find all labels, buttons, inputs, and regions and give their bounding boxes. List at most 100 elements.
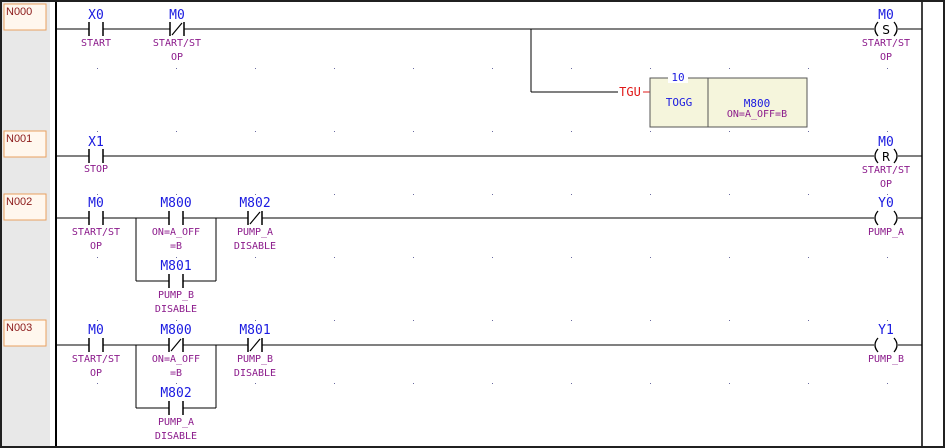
grid-dot: [334, 68, 335, 69]
contact-comment: PUMP_A: [158, 417, 194, 428]
contact-address: X1: [88, 135, 104, 150]
contact-comment: =B: [170, 368, 182, 379]
contact-comment: START/ST: [72, 354, 120, 365]
grid-dot: [650, 131, 651, 132]
grid-dot: [413, 320, 414, 321]
coil-address: Y0: [878, 196, 894, 211]
grid-dot: [571, 320, 572, 321]
rung-n003: M0 START/ST OP M800 ON=A_OFF =B M802 PUM…: [56, 323, 922, 442]
grid-dot: [176, 320, 177, 321]
grid-dot: [808, 194, 809, 195]
grid-dot: [650, 257, 651, 258]
grid-dot: [808, 383, 809, 384]
grid-dot: [492, 320, 493, 321]
grid-dot: [650, 383, 651, 384]
grid-dot: [492, 257, 493, 258]
grid-dot: [413, 257, 414, 258]
contact-address: M801: [239, 323, 270, 338]
rung-number-n002[interactable]: N002: [3, 193, 47, 221]
grid-dot: [97, 131, 98, 132]
contact-m0-start-stop[interactable]: M0 START/ST OP: [72, 196, 120, 252]
contact-address: M801: [160, 259, 191, 274]
grid-dot: [97, 383, 98, 384]
togg-address: M800: [744, 97, 771, 110]
contact-m801-pump-b-disable-nc[interactable]: M801 PUMP_B DISABLE: [234, 323, 276, 379]
rung-number-n000[interactable]: N000: [3, 3, 47, 31]
grid-dot: [334, 383, 335, 384]
grid-dot: [255, 320, 256, 321]
grid-dot: [887, 320, 888, 321]
grid-dot: [887, 194, 888, 195]
contact-m800-toggle[interactable]: M800 ON=A_OFF =B: [152, 196, 200, 252]
grid-dot: [808, 257, 809, 258]
rung-number-n003[interactable]: N003: [3, 319, 47, 347]
rung-n002: M0 START/ST OP M800 ON=A_OFF =B M801 PUM…: [56, 196, 922, 315]
grid-dot: [887, 257, 888, 258]
grid-dot: [729, 320, 730, 321]
togg-instruction: TOGG: [666, 96, 693, 109]
coil-m0-set[interactable]: S M0 START/ST OP: [862, 8, 910, 63]
contact-m800-toggle-nc[interactable]: M800 ON=A_OFF =B: [152, 323, 200, 379]
grid-dot: [176, 257, 177, 258]
contact-x0-start[interactable]: X0 START: [81, 8, 111, 49]
grid-dot: [334, 257, 335, 258]
grid-dot: [413, 131, 414, 132]
grid-dot: [729, 383, 730, 384]
grid-dot: [808, 68, 809, 69]
contact-comment: OP: [90, 241, 102, 252]
grid-dot: [808, 131, 809, 132]
rung-number-label: N001: [6, 133, 32, 145]
grid-dot: [492, 131, 493, 132]
coil-y0-pump-a[interactable]: Y0 PUMP_A: [868, 196, 904, 238]
grid-dot: [571, 257, 572, 258]
contact-comment: ON=A_OFF: [152, 227, 200, 238]
grid-dot: [334, 320, 335, 321]
contact-x1-stop[interactable]: X1 STOP: [84, 135, 108, 175]
togg-comment: ON=A_OFF=B: [727, 109, 787, 120]
contact-address: M0: [88, 323, 104, 338]
togg-function-block[interactable]: 10 TOGG M800 ON=A_OFF=B: [649, 71, 808, 128]
grid-dot: [887, 383, 888, 384]
grid-dot: [176, 194, 177, 195]
grid-dot: [176, 131, 177, 132]
grid-dot: [255, 194, 256, 195]
coil-address: M0: [878, 135, 894, 150]
coil-y1-pump-b[interactable]: Y1 PUMP_B: [868, 323, 904, 365]
contact-comment: DISABLE: [155, 304, 197, 315]
grid-dot: [887, 68, 888, 69]
contact-m802-pump-a-disable-nc[interactable]: M802 PUMP_A DISABLE: [234, 196, 276, 252]
grid-dot: [255, 257, 256, 258]
contact-m0-start-stop-nc[interactable]: M0 START/ST OP: [153, 8, 201, 63]
contact-comment: ON=A_OFF: [152, 354, 200, 365]
contact-address: M802: [239, 196, 270, 211]
grid-dot: [887, 131, 888, 132]
grid-dots: [97, 68, 888, 384]
grid-dot: [650, 68, 651, 69]
rung-n001: X1 STOP R M0 START/ST OP: [56, 135, 922, 190]
rung-n000: X0 START M0 START/ST OP S M0 START/ST OP: [56, 8, 922, 128]
coil-comment: PUMP_B: [868, 354, 904, 365]
coil-comment: OP: [880, 179, 892, 190]
rung-number-label: N003: [6, 322, 32, 334]
grid-dot: [571, 194, 572, 195]
grid-dot: [334, 131, 335, 132]
contact-comment: START: [81, 38, 111, 49]
contact-m802-pump-a-disable[interactable]: M802 PUMP_A DISABLE: [155, 386, 197, 442]
tgu-label: TGU: [619, 85, 641, 99]
coil-address: M0: [878, 8, 894, 23]
grid-dot: [729, 68, 730, 69]
contact-address: M802: [160, 386, 191, 401]
contact-comment: DISABLE: [234, 368, 276, 379]
contact-comment: PUMP_B: [158, 290, 194, 301]
contact-comment: OP: [90, 368, 102, 379]
contact-m0-start-stop[interactable]: M0 START/ST OP: [72, 323, 120, 379]
coil-m0-reset[interactable]: R M0 START/ST OP: [862, 135, 910, 190]
grid-dot: [729, 131, 730, 132]
rung-number-n001[interactable]: N001: [3, 130, 47, 158]
grid-dot: [255, 383, 256, 384]
contact-m801-pump-b-disable[interactable]: M801 PUMP_B DISABLE: [155, 259, 197, 315]
contact-comment: PUMP_A: [237, 227, 273, 238]
contact-comment: DISABLE: [155, 431, 197, 442]
